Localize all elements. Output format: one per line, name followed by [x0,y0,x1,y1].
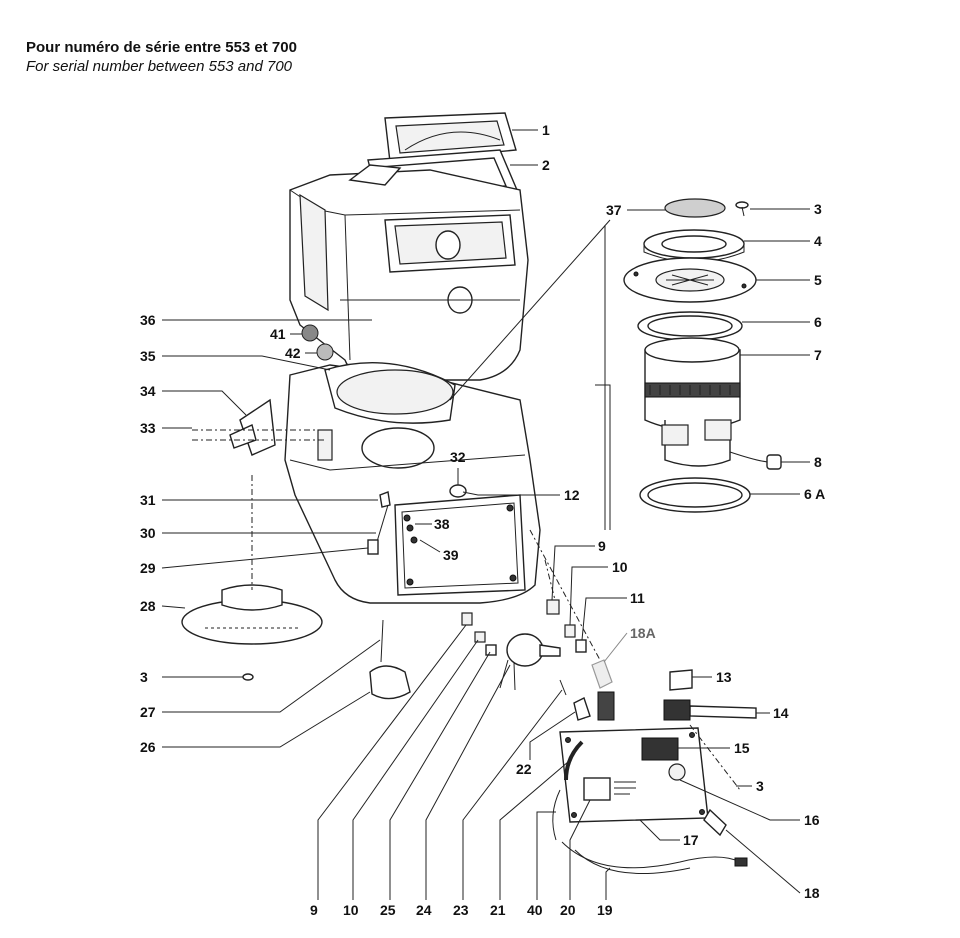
part-6-seal-ring [637,311,743,341]
label-35: 35 [140,348,156,364]
label-18: 18 [804,885,820,901]
fittings-9-10-11 [544,559,587,653]
bottom-leaders [317,624,611,900]
part-27-rod [380,619,384,663]
part-38-screw [406,524,414,532]
label-2: 2 [542,157,550,173]
label-41: 41 [270,326,286,342]
part-18a-sleeve [591,659,613,689]
label-6a: 6 A [804,486,825,502]
part-24-pump [499,633,561,691]
label-9-right: 9 [598,538,606,554]
part-6a-ring [639,477,751,513]
part-5-plate [623,257,757,303]
part-21-hose [564,740,584,781]
lower-base-housing [284,362,541,604]
axis-panel-a [529,529,601,661]
part-13-cap [669,669,693,691]
label-40: 40 [527,902,543,918]
label-3-right: 3 [756,778,764,794]
label-20: 20 [560,902,576,918]
label-6: 6 [814,314,822,330]
part-42-grille [316,343,334,361]
motor-bracket-lines [449,219,611,530]
part-7-motor [644,337,771,467]
label-39: 39 [443,547,459,563]
label-12: 12 [564,487,580,503]
part-3-screw-top [735,201,749,217]
label-22: 22 [516,761,532,777]
label-4: 4 [814,233,822,249]
label-5: 5 [814,272,822,288]
part-26-float [369,665,411,700]
callout-labels: 1 2 37 3 4 5 6 7 8 6 A 36 41 42 35 34 33… [140,122,825,918]
label-13: 13 [716,669,732,685]
label-10-right: 10 [612,559,628,575]
label-18a: 18A [630,625,656,641]
label-16: 16 [804,812,820,828]
label-15: 15 [734,740,750,756]
part-23-screw [559,679,567,696]
label-25: 25 [380,902,396,918]
label-23: 23 [453,902,469,918]
label-30: 30 [140,525,156,541]
part-19-cord [561,841,748,875]
label-38: 38 [434,516,450,532]
parts-artwork [181,112,782,875]
part-31-clip [379,491,391,508]
part-3-screw-bottom [242,673,254,681]
upper-housing [289,164,529,381]
fittings-lower [461,612,497,656]
label-1: 1 [542,122,550,138]
part-39-screw [410,536,418,544]
label-29: 29 [140,560,156,576]
part-17-panel [559,727,709,823]
label-19: 19 [597,902,613,918]
label-17: 17 [683,832,699,848]
label-24: 24 [416,902,432,918]
label-10-bottom: 10 [343,902,359,918]
label-3-left: 3 [140,669,148,685]
part-8-connector [766,454,782,470]
part-32-connector [449,484,467,498]
part-22-block [573,697,591,721]
label-37: 37 [606,202,622,218]
label-27: 27 [140,704,156,720]
label-33: 33 [140,420,156,436]
label-7: 7 [814,347,822,363]
label-9-bottom: 9 [310,902,318,918]
part-34-bracket [229,398,276,456]
leader-lines [161,129,810,894]
terminal-block [597,691,615,721]
label-32: 32 [450,449,466,465]
part-14-heater [663,699,757,721]
part-29-switch [367,539,379,555]
part-4-ring [643,229,745,263]
label-28: 28 [140,598,156,614]
label-36: 36 [140,312,156,328]
label-14: 14 [773,705,789,721]
part-18-fitting [703,808,727,837]
label-3-top: 3 [814,201,822,217]
part-37-filter-disc [664,198,726,218]
title-english: For serial number between 553 and 700 [26,58,293,75]
label-8: 8 [814,454,822,470]
label-21: 21 [490,902,506,918]
title-french: Pour numéro de série entre 553 et 700 [26,39,297,56]
label-34: 34 [140,383,156,399]
label-26: 26 [140,739,156,755]
page-header: Pour numéro de série entre 553 et 700 Fo… [26,38,297,76]
label-11: 11 [630,590,645,606]
label-31: 31 [140,492,156,508]
part-30-wire [375,504,389,546]
part-1-lid-frame [384,112,517,163]
part-28-dish [181,584,323,645]
part-40-wire [552,789,561,841]
label-42: 42 [285,345,301,361]
part-41-grille [301,324,319,342]
